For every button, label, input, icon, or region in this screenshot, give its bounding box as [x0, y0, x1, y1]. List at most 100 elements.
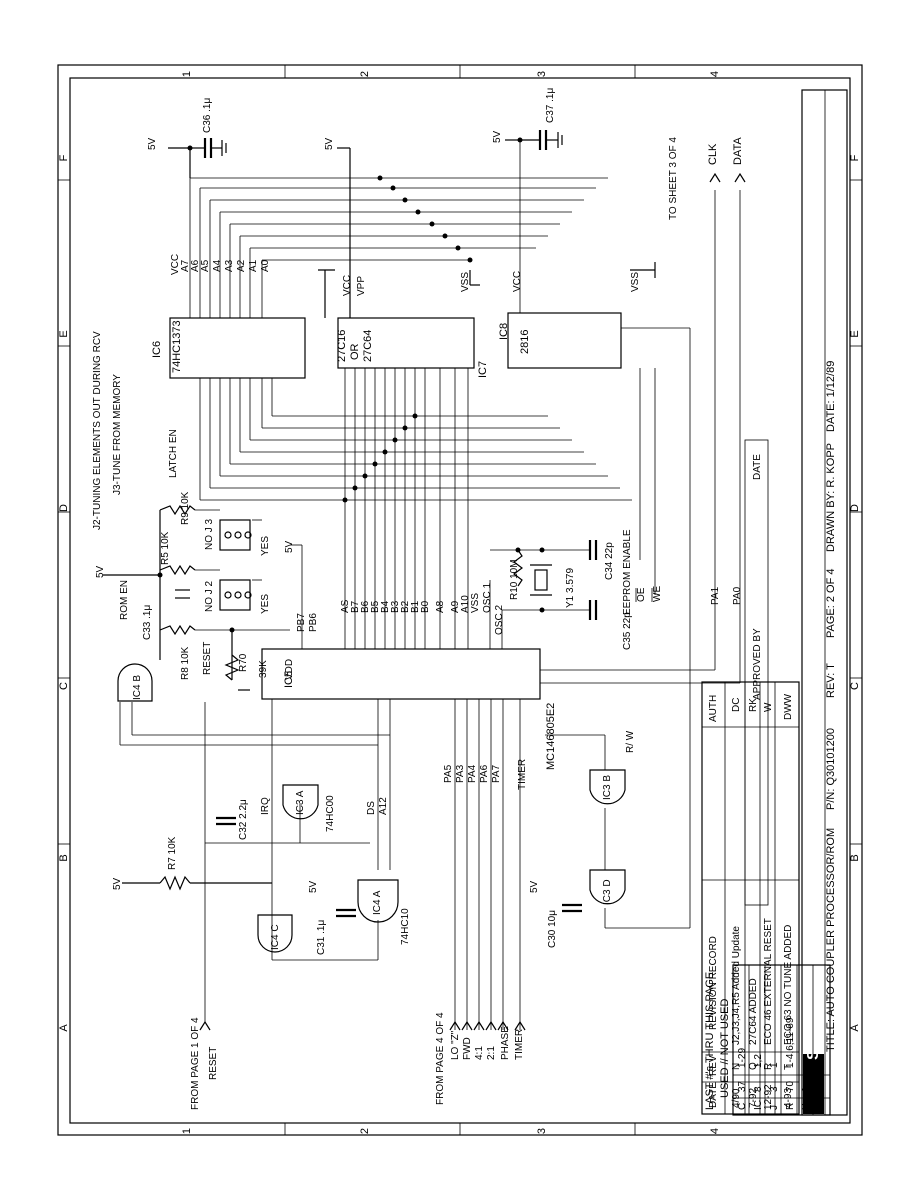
- c37-label: C37 .1μ: [545, 88, 556, 123]
- j2-yes: YES: [260, 594, 271, 614]
- reset-network: 5V ROM EN C33 .1μ R5 10K R9 10K R8 10K R…: [95, 429, 295, 691]
- rev-row4-desc: ECO 63 NO TUNE ADDED: [783, 925, 794, 1045]
- title-text: TITLE: AUTO COUPLER PROCESSOR/ROM: [825, 828, 837, 1052]
- timer-label: TIMER: [517, 759, 528, 790]
- last-subtitle: USED // NOT USED: [719, 999, 731, 1098]
- last-y-used: 1: [801, 1086, 812, 1092]
- ic5-bus-labels: AS B7 B6 B5 B4 B3 B2 B1 B0 A8 A9 A10 VSS…: [284, 583, 505, 680]
- clk-label: CLK: [707, 143, 719, 165]
- rev-row3-rev: R: [763, 1063, 774, 1070]
- ic7-eprom: 27C16 OR 27C64 IC7: [336, 317, 489, 378]
- page4-inputs: FROM PAGE 4 OF 4 LO "Z" FWD 4:1 2:1 PHAS…: [435, 1012, 526, 1105]
- y1-label: Y1 3.579: [565, 568, 576, 608]
- ic7-vcc: VCC: [342, 275, 353, 296]
- last-c-ref: C: [737, 1103, 748, 1110]
- data-label: DATA: [732, 137, 744, 165]
- last-c-not: 1-29: [737, 1048, 748, 1068]
- ic8-5v: 5V: [492, 130, 503, 143]
- last-title: LAST #'s THRU THIS PAGE: [704, 972, 716, 1110]
- ic4b-gate: IC4 B: [117, 663, 153, 702]
- rev-row3-desc: ECO 46 EXTERNAL RESET: [763, 918, 774, 1045]
- part-number: P/N: Q30101200: [825, 728, 837, 810]
- we-label: WE: [652, 586, 663, 602]
- from-page1: FROM PAGE 1 OF 4: [190, 1017, 201, 1110]
- ic3a-gate: IC3 A 74HC00: [282, 784, 336, 832]
- ic3d-gate: IC3 D: [589, 869, 626, 905]
- ds-label: DS: [366, 801, 377, 815]
- rev-label: REV: T: [825, 663, 837, 698]
- ic5-lower-labels: PA5 PA3 PA4 PA6 PA7 TIMER DS A12 R/ W IR…: [260, 730, 636, 815]
- ic4a-part: 74HC10: [400, 908, 411, 945]
- c31-5v: 5V: [308, 880, 319, 893]
- phase: PHASE: [500, 1026, 511, 1060]
- pa7-label: PA7: [491, 764, 502, 783]
- last-c-used: 37: [737, 1080, 748, 1092]
- a3-label: A3: [224, 259, 235, 272]
- ic7-ref: IC7: [477, 361, 489, 378]
- ic3d-ref: IC3 D: [602, 879, 613, 905]
- last-r-not: 1-4,6,11-69: [785, 1017, 796, 1068]
- ic6-latch: IC6 74HC1373: [151, 317, 306, 379]
- a2-label: A2: [236, 259, 247, 272]
- b4-label: B4: [380, 600, 391, 613]
- j3-label: NO J 3: [204, 518, 215, 550]
- b6-label: B6: [360, 600, 371, 613]
- rev-row4-auth: DWW: [783, 693, 794, 720]
- pa1-label: PA1: [710, 586, 721, 605]
- last-ic-not: 1,2: [753, 1054, 764, 1068]
- j3-note: J3-TUNE FROM MEMORY: [112, 374, 123, 495]
- last-ic-used: 8: [753, 1086, 764, 1092]
- ic8-vcc: VCC: [512, 271, 523, 292]
- reset-label: RESET: [202, 642, 213, 675]
- zone-1-bottom: 1: [181, 1128, 193, 1134]
- bus-junctions: [342, 175, 473, 503]
- rev-row1-auth: DC: [731, 698, 742, 712]
- ic8-vss: VSS: [630, 272, 641, 292]
- ic7-part-b: 27C64: [362, 330, 374, 362]
- rev-hdr-auth: AUTH: [708, 695, 719, 722]
- ic7-vss: VSS: [460, 272, 471, 292]
- lower-signal-lines: [119, 190, 741, 1030]
- zone-labels: 1 2 3 4 1 2 3 4 A B C D E F A B C D E F: [58, 71, 861, 1134]
- vdd-5v: 5V: [284, 540, 295, 553]
- pa4-label: PA4: [467, 764, 478, 783]
- revision-table: DATE REV REVISION RECORD AUTH 4/90 N J2,…: [701, 681, 800, 1115]
- zone-3-bottom: 3: [536, 1128, 548, 1134]
- ic7-vpp: VPP: [356, 276, 367, 296]
- zone-a-left: A: [58, 1024, 70, 1032]
- zone-d-left: D: [58, 504, 70, 512]
- latch-en-label: LATCH EN: [168, 429, 179, 478]
- power-top: 5V C36 .1μ 5V 5V C37 .1μ VCC VCC VPP VSS…: [147, 88, 656, 318]
- rev-hdr-record: REVISION RECORD: [708, 936, 719, 1030]
- rev-row3-auth: W: [763, 702, 774, 712]
- as-label: AS: [340, 599, 351, 613]
- a0-label: A0: [260, 259, 271, 272]
- rw-label: R/ W: [625, 730, 636, 753]
- ratio-41: 4:1: [474, 1046, 485, 1060]
- reset-5v: 5V: [95, 565, 106, 578]
- c30-5v: 5V: [529, 880, 540, 893]
- zone-4-bottom: 4: [709, 1128, 721, 1134]
- pb6-label: PB6: [308, 613, 319, 632]
- last-y-ref: Y: [801, 1103, 812, 1110]
- ic4a-gate: IC4 A 74HC10: [357, 879, 411, 945]
- lower-components: 5V R7 10K C32 2.2μ C31 .1μ 5V C30 10μ 5V: [112, 799, 582, 955]
- zone-b-right: B: [849, 854, 861, 861]
- rev-hdr-date: DATE: [708, 1082, 719, 1108]
- c36-label: C36 .1μ: [202, 98, 213, 133]
- eeprom-enable: EEPROM ENABLE: [622, 529, 633, 615]
- ic5-mcu: IC5 MC146805E2: [261, 648, 557, 770]
- ic6-address-labels: A7 A6 A5 A4 A3 A2 A1 A0: [180, 259, 271, 272]
- zone-2-top: 2: [359, 71, 371, 77]
- reset-input: RESET: [208, 1047, 219, 1080]
- last-r-used: 70: [785, 1080, 796, 1092]
- ic6-vcc: VCC: [170, 254, 181, 275]
- rev-row2-desc: 27C64 ADDED: [748, 978, 759, 1045]
- to-sheet3: TO SHEET 3 OF 4: [668, 137, 679, 220]
- j2-label: NO J 2: [204, 580, 215, 612]
- ic4c-gate: IC4 C: [257, 914, 293, 953]
- ic3b-gate: IC3 B: [589, 769, 626, 805]
- c30-label: C30 10μ: [547, 910, 558, 948]
- b1-label: B1: [410, 600, 421, 613]
- r7-5v: 5V: [112, 877, 123, 890]
